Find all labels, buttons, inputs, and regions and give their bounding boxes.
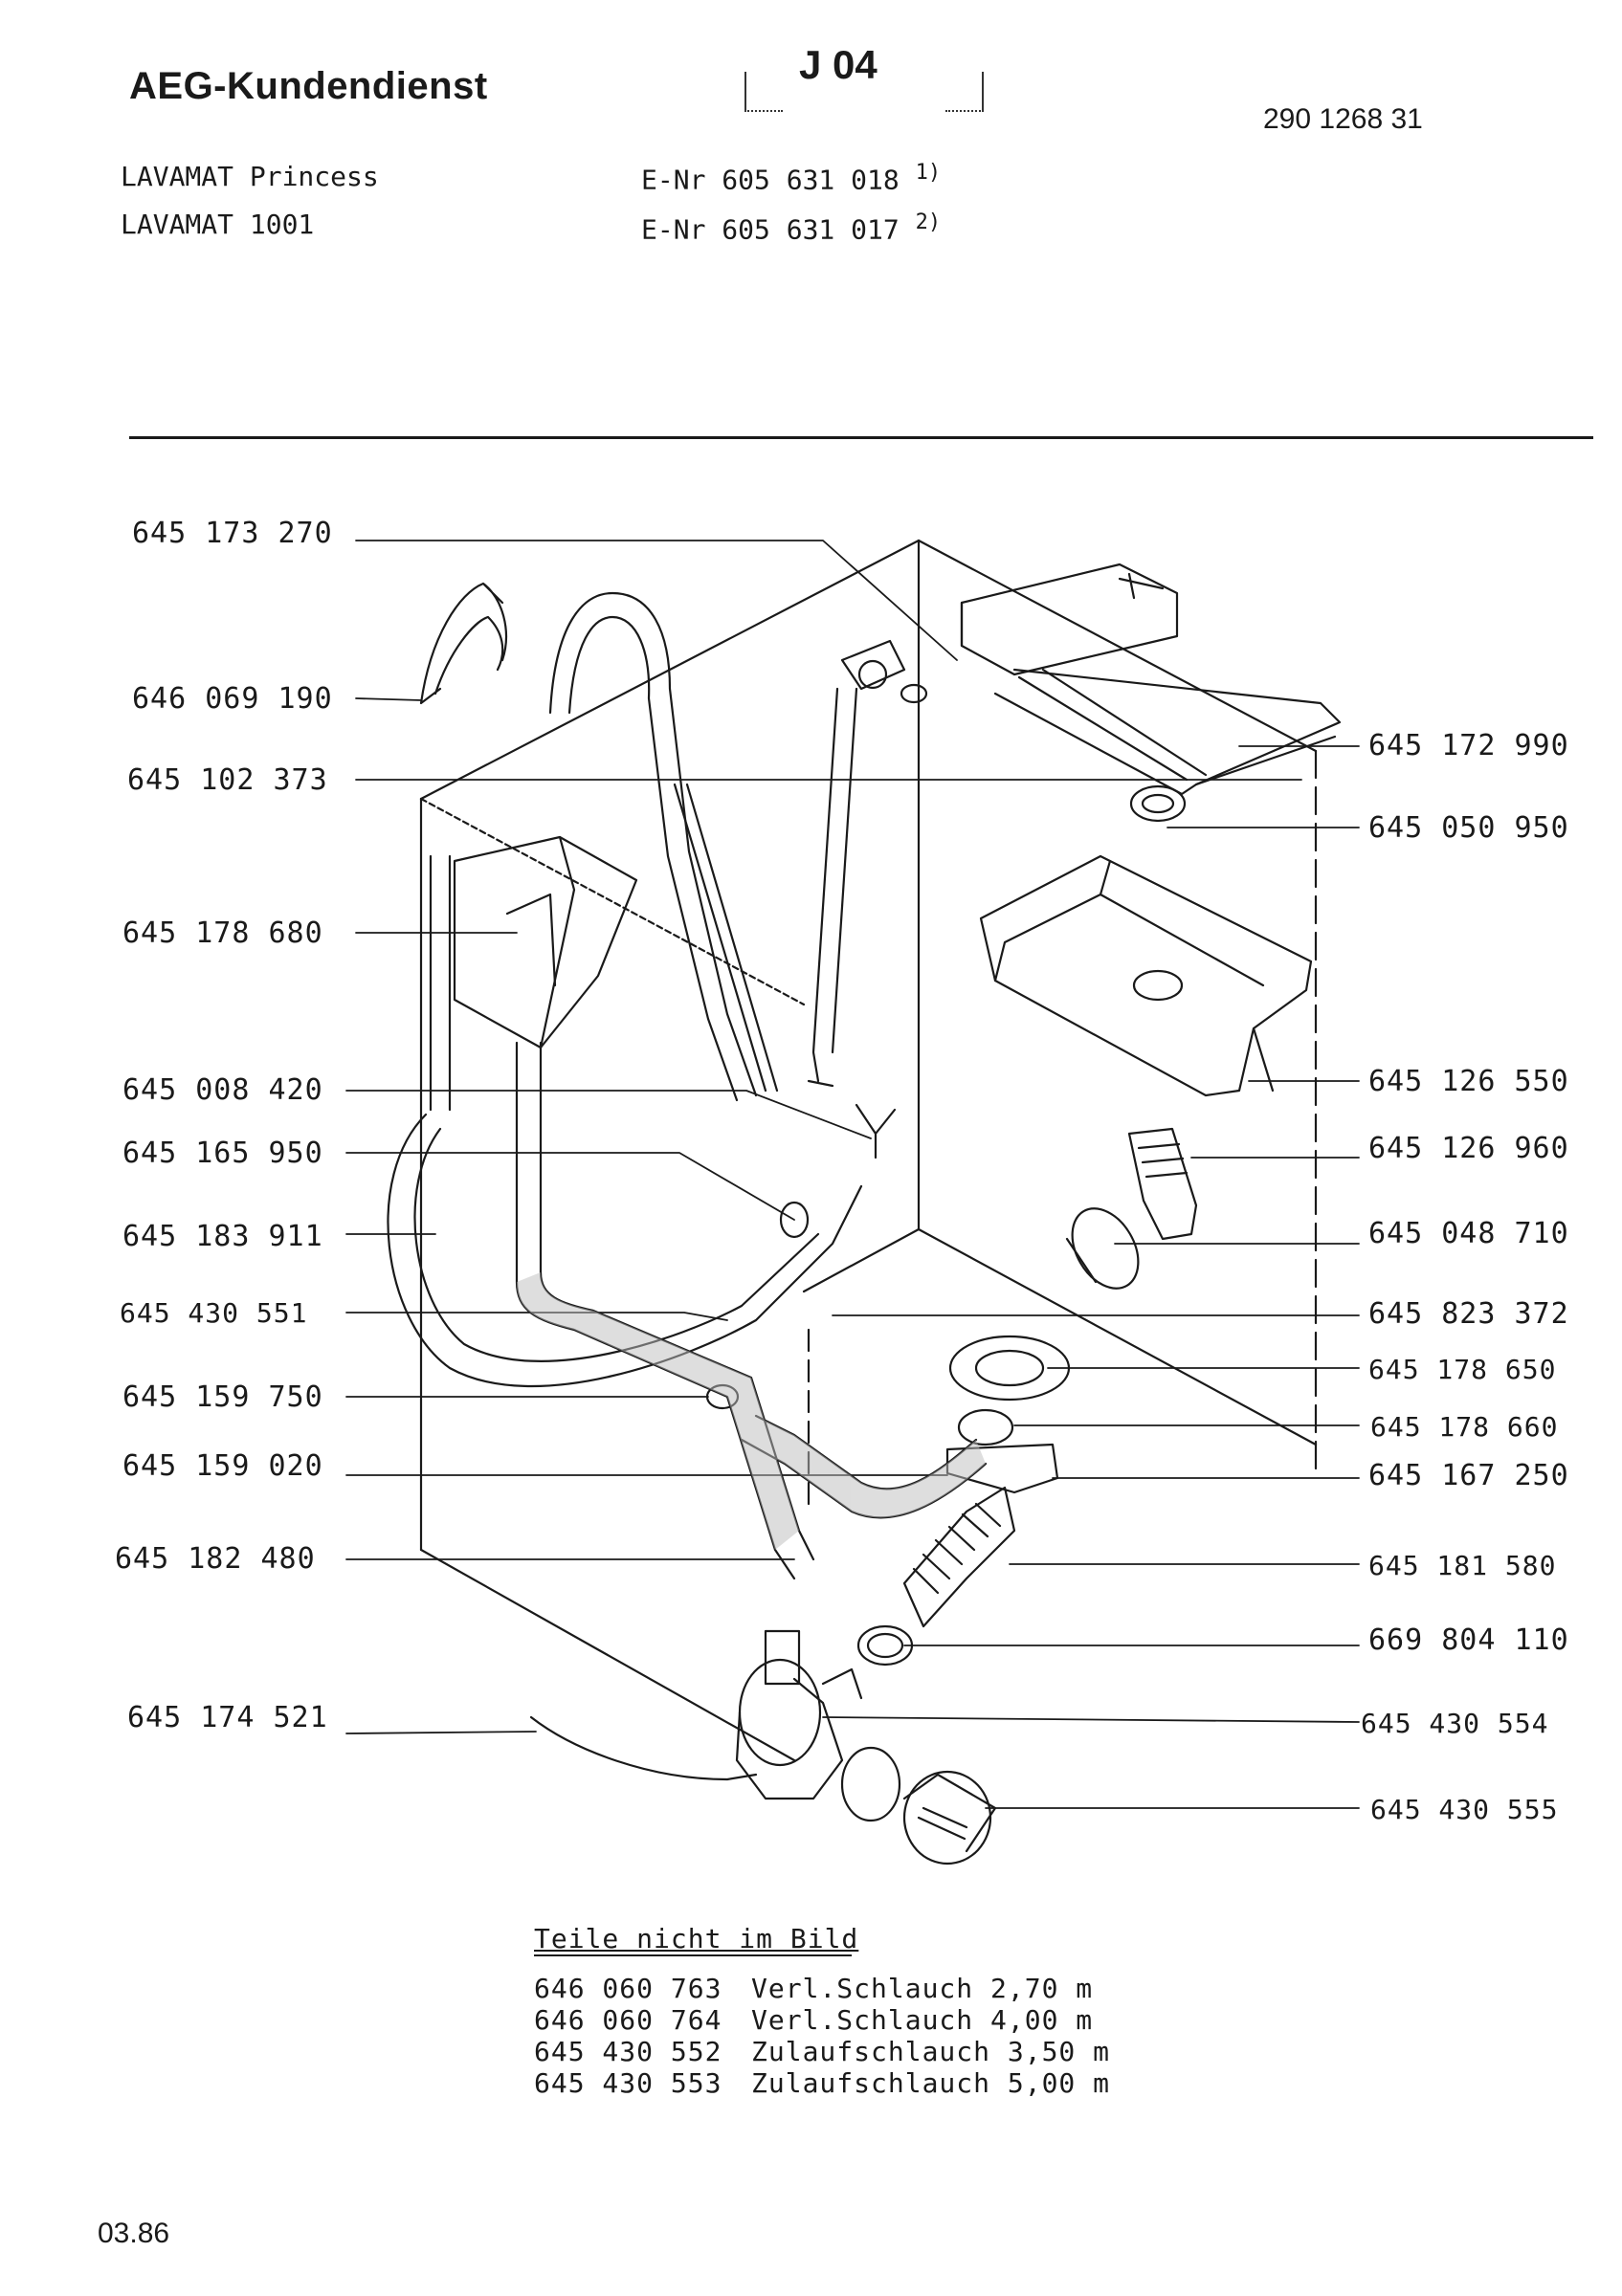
label-645-167-250: 645 167 250 (1368, 1459, 1569, 1492)
part-desc-3: Zulaufschlauch 3,50 m (751, 2036, 1111, 2067)
label-645-165-950: 645 165 950 (122, 1137, 323, 1170)
soap-box-left (453, 835, 638, 1049)
detergent-dispenser-top (960, 563, 1342, 796)
drain-hose-lower (529, 1715, 758, 1781)
part-number-1: 646 060 763 (534, 1973, 722, 2004)
part-desc-4: Zulaufschlauch 5,00 m (751, 2067, 1111, 2099)
model-enr-2-text: E-Nr 605 631 017 (641, 213, 900, 246)
bellows-hose-upper (1127, 1127, 1198, 1241)
inlet-valve (840, 639, 928, 704)
connector-ring-upper (779, 1201, 810, 1239)
label-645-048-710: 645 048 710 (1368, 1217, 1569, 1250)
label-645-430-555: 645 430 555 (1370, 1794, 1559, 1825)
label-645-430-554: 645 430 554 (1361, 1708, 1549, 1739)
label-645-182-480: 645 182 480 (115, 1542, 316, 1576)
label-645-823-372: 645 823 372 (1368, 1297, 1569, 1331)
model-note-2: 2) (915, 210, 942, 234)
label-645-159-020: 645 159 020 (122, 1449, 323, 1483)
label-645-173-270: 645 173 270 (132, 517, 333, 550)
label-645-126-960: 645 126 960 (1368, 1132, 1569, 1165)
corrugated-drain-hose (902, 1486, 1016, 1628)
part-number-3: 645 430 552 (534, 2036, 722, 2067)
label-645-178-650: 645 178 650 (1368, 1354, 1557, 1385)
inlet-hose-loop (548, 591, 779, 1102)
label-645-178-660: 645 178 660 (1370, 1411, 1559, 1443)
footer-date: 03.86 (98, 2218, 170, 2249)
right-leader-lines (822, 745, 1360, 1809)
model-name-2: LAVAMAT 1001 (121, 209, 315, 240)
label-646-069-190: 646 069 190 (132, 682, 333, 716)
part-number-4: 645 430 553 (534, 2067, 722, 2099)
label-645-126-550: 645 126 550 (1368, 1065, 1569, 1098)
brand-title: AEG-Kundendienst (129, 65, 488, 107)
page-code-bracket-left (744, 72, 783, 112)
label-645-050-950: 645 050 950 (1368, 811, 1569, 845)
label-669-804-110: 669 804 110 (1368, 1623, 1569, 1657)
model-note-1: 1) (915, 161, 942, 185)
doc-number: 290 1268 31 (1263, 103, 1423, 135)
hose-shading (517, 1272, 986, 1550)
header-divider (129, 436, 1593, 439)
part-number-2: 646 060 764 (534, 2004, 722, 2036)
part-desc-2: Verl.Schlauch 4,00 m (751, 2004, 1094, 2036)
curved-main-hose (387, 1113, 863, 1388)
model-enr-1: E-Nr 605 631 018 1) (641, 161, 941, 195)
page-code: J 04 (799, 42, 878, 87)
part-desc-1: Verl.Schlauch 2,70 m (751, 1973, 1094, 2004)
label-645-178-680: 645 178 680 (122, 916, 323, 950)
drain-pump-housing (735, 1629, 863, 1800)
parts-not-shown-underline (534, 1954, 852, 1956)
page-code-bracket-right (945, 72, 984, 112)
model-name-1: LAVAMAT Princess (121, 161, 379, 192)
pump-filter-cap (902, 1770, 997, 1866)
hose-guide-arch (419, 582, 507, 705)
model-enr-1-text: E-Nr 605 631 018 (641, 164, 900, 196)
cabinet-outline (419, 539, 1318, 1762)
label-645-008-420: 645 008 420 (122, 1073, 323, 1107)
valve-disc (1065, 1207, 1140, 1290)
o-ring (840, 1746, 901, 1822)
dispenser-tray (979, 854, 1313, 1097)
model-enr-2: E-Nr 605 631 017 2) (641, 210, 941, 245)
parts-not-shown-title: Teile nicht im Bild (534, 1923, 859, 1954)
seal-ring (1129, 784, 1187, 823)
label-645-430-551: 645 430 551 (120, 1297, 308, 1329)
label-645-174-521: 645 174 521 (127, 1701, 328, 1734)
label-645-159-750: 645 159 750 (122, 1380, 323, 1414)
inlet-hose-diagonal (807, 687, 858, 1088)
label-645-181-580: 645 181 580 (1368, 1550, 1557, 1581)
label-645-102-373: 645 102 373 (127, 763, 328, 797)
label-645-183-911: 645 183 911 (122, 1220, 323, 1253)
y-connector (855, 1103, 897, 1159)
left-leader-lines (345, 540, 1302, 1734)
label-645-172-990: 645 172 990 (1368, 729, 1569, 762)
